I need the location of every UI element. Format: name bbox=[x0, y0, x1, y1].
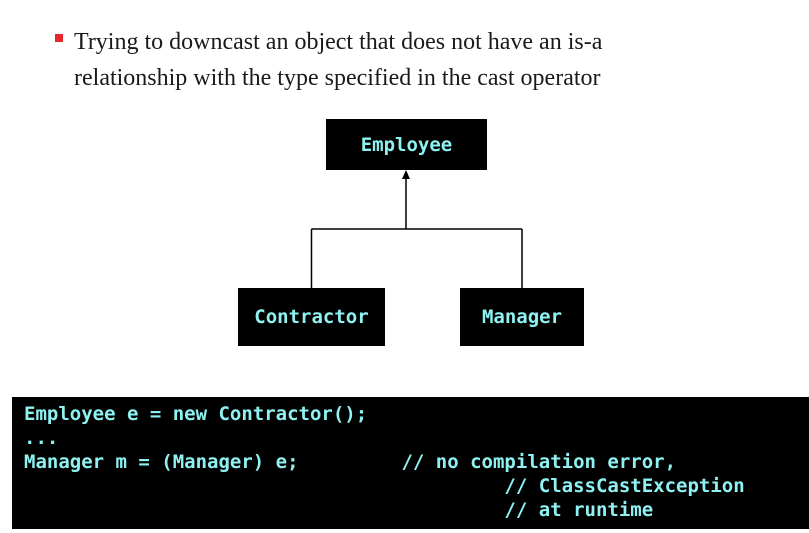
bullet-text: Trying to downcast an object that does n… bbox=[74, 24, 785, 96]
code-line: // ClassCastException bbox=[24, 475, 745, 497]
class-hierarchy-diagram: Employee Contractor Manager bbox=[238, 119, 584, 346]
code-line: ... bbox=[24, 427, 59, 449]
bullet-text-line-1: Trying to downcast an object that does n… bbox=[74, 29, 603, 55]
class-box-manager: Manager bbox=[460, 288, 584, 346]
inheritance-arrowhead-icon bbox=[402, 170, 410, 179]
code-line: // at runtime bbox=[24, 499, 654, 521]
class-label-employee: Employee bbox=[360, 133, 453, 156]
class-box-contractor: Contractor bbox=[238, 288, 385, 346]
bullet-text-line-2: relationship with the type specified in … bbox=[74, 65, 601, 91]
class-box-employee: Employee bbox=[326, 119, 487, 170]
code-line: Employee e = new Contractor(); bbox=[24, 403, 368, 425]
inheritance-connectors bbox=[310, 170, 523, 288]
bullet-marker-icon bbox=[55, 34, 63, 42]
class-label-manager: Manager bbox=[481, 306, 563, 328]
code-line: Manager m = (Manager) e; // no compilati… bbox=[24, 451, 677, 473]
code-block: Employee e = new Contractor(); ... Manag… bbox=[12, 397, 809, 529]
class-label-contractor: Contractor bbox=[254, 306, 369, 328]
